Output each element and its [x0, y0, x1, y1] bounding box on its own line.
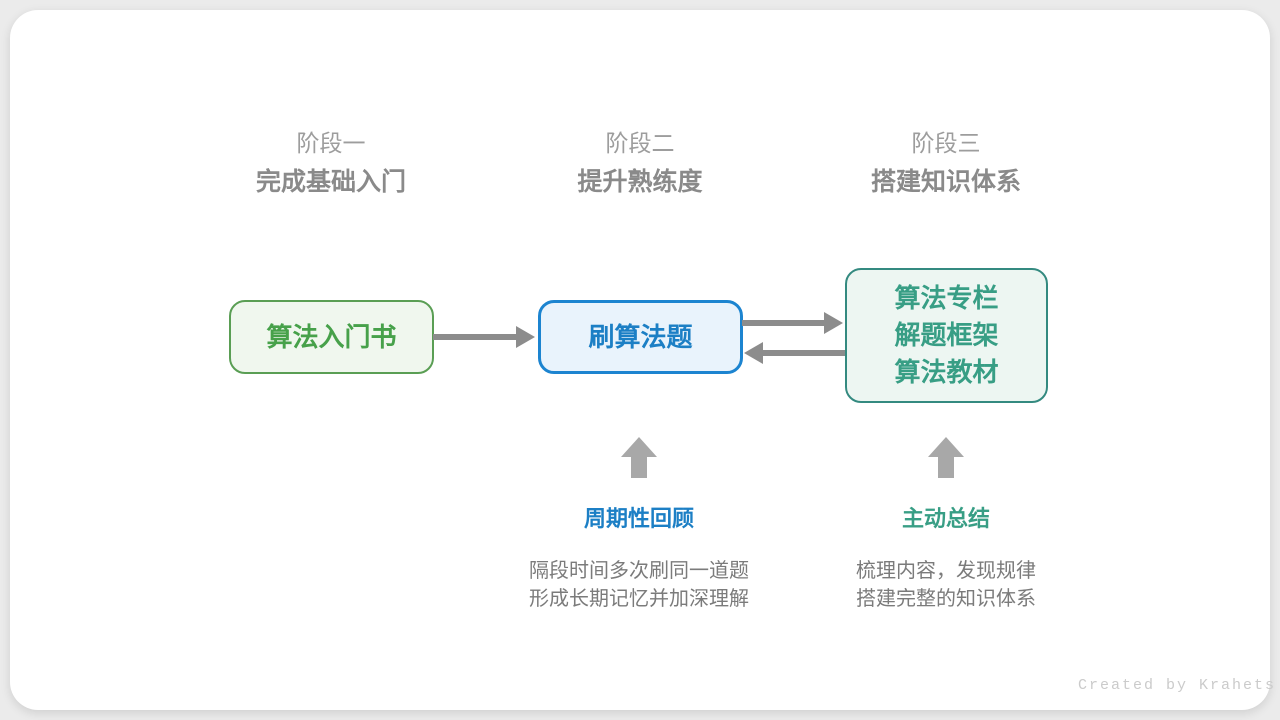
annotation-summary-line2: 搭建完整的知识体系 — [856, 588, 1036, 610]
node-practice-problems: 刷算法题 — [538, 300, 743, 374]
annotation-summary-title: 主动总结 — [901, 506, 990, 531]
node-intro-book: 算法入门书 — [229, 300, 434, 374]
node-practice-label: 刷算法题 — [588, 321, 693, 352]
up-arrow-icon — [928, 437, 964, 457]
up-arrow-stem — [631, 457, 647, 478]
stage1-label: 阶段一 — [296, 130, 366, 156]
annotation-review-title: 周期性回顾 — [583, 506, 694, 531]
stage3-label: 阶段三 — [911, 130, 981, 156]
arrow-right-icon — [516, 326, 535, 348]
arrow-node1-to-node2-line — [433, 334, 518, 340]
node-resources-line1: 算法专栏 — [894, 283, 999, 313]
stage2-subtitle: 提升熟练度 — [577, 168, 703, 196]
stage2-label: 阶段二 — [605, 130, 675, 156]
arrow-left-icon — [744, 342, 763, 364]
stage3-subtitle: 搭建知识体系 — [870, 168, 1021, 196]
node-resources-line2: 解题框架 — [894, 320, 999, 350]
stage1-subtitle: 完成基础入门 — [255, 168, 406, 196]
arrow-right-icon — [824, 312, 843, 334]
annotation-summary-line1: 梳理内容，发现规律 — [856, 560, 1036, 582]
up-arrow-icon — [621, 437, 657, 457]
arrow-node3-to-node2-line — [762, 350, 845, 356]
up-arrow-stem — [938, 457, 954, 478]
arrow-node2-to-node3-line — [742, 320, 826, 326]
annotation-review-line2: 形成长期记忆并加深理解 — [529, 588, 749, 610]
node-knowledge-resources: 算法专栏 解题框架 算法教材 — [845, 268, 1048, 403]
watermark: Created by Krahets — [1078, 677, 1277, 694]
node-resources-line3: 算法教材 — [894, 357, 999, 387]
node-intro-book-label: 算法入门书 — [266, 321, 397, 352]
annotation-review-line1: 隔段时间多次刷同一道题 — [529, 560, 749, 582]
